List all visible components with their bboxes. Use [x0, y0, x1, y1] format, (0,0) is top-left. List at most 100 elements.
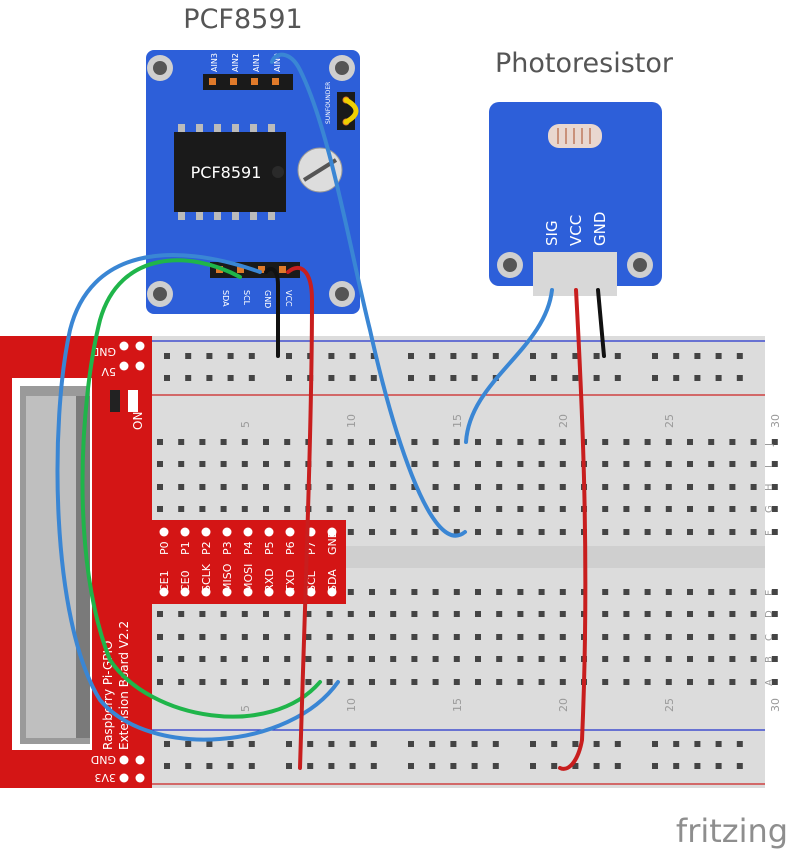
header-pin	[159, 587, 169, 597]
breadboard-hole	[390, 506, 397, 512]
pin-hole	[119, 341, 129, 351]
breadboard-hole	[496, 439, 503, 445]
breadboard-hole	[708, 529, 715, 535]
chip-leg	[250, 212, 257, 220]
pin-hole	[135, 341, 145, 351]
breadboard-hole	[496, 656, 503, 662]
breadboard-hole	[157, 439, 163, 445]
breadboard-hole	[623, 611, 630, 617]
breadboard-hole	[771, 506, 778, 512]
breadboard-hole	[496, 679, 503, 685]
breadboard-hole	[284, 656, 291, 662]
breadboard-hole	[471, 375, 478, 381]
breadboard-hole	[492, 353, 499, 359]
breadboard-hole	[390, 484, 397, 490]
breadboard-hole	[644, 461, 651, 467]
breadboard-hole	[328, 763, 335, 769]
breadboard-hole	[284, 611, 291, 617]
breadboard-hole	[432, 589, 439, 595]
breadboard-hole	[390, 529, 397, 535]
breadboard-hole	[687, 439, 693, 445]
header-pin	[243, 587, 253, 597]
breadboard-hole	[538, 656, 545, 662]
breadboard-hole	[602, 656, 609, 662]
breadboard-hole	[307, 741, 314, 747]
breadboard-hole	[326, 484, 333, 490]
breadboard-hole	[750, 461, 757, 467]
breadboard-hole	[475, 529, 481, 535]
breadboard-hole	[369, 484, 375, 490]
mount-hole-center	[335, 61, 349, 75]
breadboard-hole	[708, 656, 715, 662]
breadboard-hole	[241, 611, 248, 617]
breadboard-hole	[673, 353, 680, 359]
breadboard-hole	[517, 679, 524, 685]
breadboard-hole	[263, 461, 269, 467]
breadboard-hole	[263, 656, 269, 662]
breadboard-hole	[411, 529, 418, 535]
extension-board-version: Extension Board V2.2	[117, 621, 131, 750]
breadboard-hole	[496, 611, 503, 617]
breadboard-hole	[347, 634, 354, 640]
pin	[258, 266, 265, 273]
breadboard-hole	[729, 611, 736, 617]
breadboard-hole	[220, 679, 227, 685]
wire-red-pcf-vcc	[286, 265, 315, 770]
breadboard-hole	[220, 461, 227, 467]
breadboard-hole	[687, 461, 693, 467]
breadboard-hole	[390, 634, 397, 640]
breadboard-hole	[453, 506, 460, 512]
column-number-bottom: 5	[239, 705, 252, 712]
pin	[237, 266, 244, 273]
breadboard-hole	[347, 506, 354, 512]
header-label-bottom: SCL	[305, 570, 318, 592]
breadboard-hole	[530, 353, 536, 359]
breadboard-hole	[369, 439, 375, 445]
header-label-bottom: RXD	[263, 568, 276, 592]
breadboard-hole	[370, 741, 377, 747]
header-pin	[285, 527, 295, 537]
breadboard-hole	[687, 529, 693, 535]
header-label-top: P2	[200, 541, 213, 555]
column-number-bottom: 25	[663, 698, 676, 712]
breadboard-hole	[673, 763, 680, 769]
breadboard-hole	[349, 353, 356, 359]
ribbon-socket-inner	[26, 396, 76, 738]
breadboard-hole	[559, 461, 566, 467]
breadboard-hole	[199, 679, 206, 685]
header-pin	[159, 527, 169, 537]
breadboard-hole	[178, 439, 185, 445]
breadboard-hole	[708, 589, 715, 595]
breadboard-hole	[284, 634, 291, 640]
breadboard-hole	[408, 763, 414, 769]
sensor-pin-gnd: GND	[591, 212, 609, 246]
breadboard-hole	[475, 506, 481, 512]
breadboard-hole	[157, 611, 163, 617]
breadboard-hole	[750, 506, 757, 512]
breadboard-hole	[411, 506, 418, 512]
pin-label-sda: SDA	[221, 290, 230, 307]
breadboard-hole	[429, 353, 436, 359]
header-label-bottom: SDA	[326, 569, 339, 592]
breadboard-hole	[432, 679, 439, 685]
breadboard-hole	[496, 589, 503, 595]
pcf-brand: SUNFOUNDER	[325, 82, 332, 124]
breadboard-hole	[602, 506, 609, 512]
breadboard-hole	[715, 375, 722, 381]
breadboard-hole	[241, 634, 248, 640]
breadboard-hole	[602, 439, 609, 445]
breadboard-hole	[347, 656, 354, 662]
breadboard-hole	[241, 461, 248, 467]
breadboard-hole	[432, 484, 439, 490]
breadboard-hole	[390, 589, 397, 595]
breadboard-hole	[517, 634, 524, 640]
breadboard-hole	[715, 763, 722, 769]
breadboard-hole	[623, 484, 630, 490]
breadboard-hole	[347, 484, 354, 490]
breadboard-hole	[369, 656, 375, 662]
chip-leg	[250, 124, 257, 132]
breadboard-hole	[453, 461, 460, 467]
header-label-top: P3	[221, 541, 234, 555]
breadboard-hole	[475, 679, 481, 685]
breadboard-hole	[644, 506, 651, 512]
